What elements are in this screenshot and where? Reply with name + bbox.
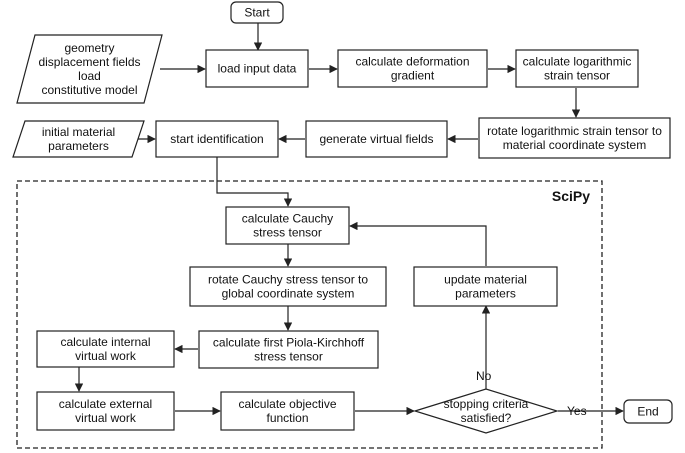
label-objective-line-1: calculate objective (238, 397, 336, 411)
label-piola-line-2: stress tensor (254, 350, 323, 364)
label-inputs-line-2: displacement fields (38, 55, 140, 69)
label-logstrain-line-1: calculate logarithmic (523, 55, 632, 69)
node-rotate-cauchy (189, 266, 387, 307)
label-piola-line-1: calculate first Piola-Kirchhoff (213, 336, 365, 350)
label-start-line-1: Start (244, 6, 270, 20)
node-piola (198, 330, 379, 369)
label-start-id-line-1: start identification (170, 132, 263, 146)
label-external-line-1: calculate external (59, 397, 152, 411)
label-logstrain-line-2: strain tensor (544, 69, 610, 83)
node-logstrain (515, 49, 639, 88)
node-cauchy (225, 206, 350, 245)
label-internal-line-2: virtual work (75, 349, 137, 363)
label-inputs-line-1: geometry (64, 41, 114, 55)
node-internal (36, 330, 175, 368)
node-start (230, 1, 284, 24)
edge-label-no: No (476, 369, 492, 383)
label-init-params-line-1: initial material (42, 125, 115, 139)
label-stopping-line-1: stopping criteria (444, 397, 529, 411)
node-rotate-log (478, 117, 671, 159)
label-end: End (637, 405, 658, 419)
label-start-id: start identification (170, 132, 263, 146)
scipy-frame (16, 180, 603, 449)
label-objective-line-2: function (266, 411, 308, 425)
label-rotate-cauchy-line-1: rotate Cauchy stress tensor to (208, 273, 368, 287)
label-virtual-fields-line-1: generate virtual fields (319, 132, 433, 146)
label-rotate-log-line-2: material coordinate system (503, 138, 646, 152)
label-cauchy-line-1: calculate Cauchy (242, 212, 333, 226)
label-end-line-1: End (637, 405, 658, 419)
node-objective (220, 391, 355, 431)
label-update-line-2: parameters (455, 287, 516, 301)
node-deform (337, 49, 488, 88)
label-cauchy-line-2: stress tensor (253, 226, 322, 240)
label-start: Start (244, 6, 270, 20)
label-rotate-cauchy-line-2: global coordinate system (222, 287, 355, 301)
node-virtual-fields (305, 120, 448, 158)
node-inputs (16, 34, 163, 104)
label-virtual-fields: generate virtual fields (319, 132, 433, 146)
node-start-id (155, 120, 279, 158)
edge-label-yes: Yes (567, 404, 587, 418)
node-load (205, 49, 309, 88)
label-rotate-log-line-1: rotate logarithmic strain tensor to (487, 124, 662, 138)
node-stopping (412, 388, 560, 434)
label-init-params-line-2: parameters (48, 139, 109, 153)
label-load: load input data (218, 62, 297, 76)
label-inputs-line-3: load (78, 69, 101, 83)
node-end (623, 399, 673, 424)
node-external (36, 391, 175, 431)
edge-startid-cauchy (216, 157, 293, 207)
label-update-line-1: update material (444, 273, 527, 287)
node-update (413, 266, 558, 307)
label-load-line-1: load input data (218, 62, 297, 76)
label-internal-line-1: calculate internal (60, 335, 150, 349)
label-inputs-line-4: constitutive model (41, 83, 137, 97)
node-init-params (12, 120, 145, 158)
label-external-line-2: virtual work (75, 411, 137, 425)
label-deform-line-2: gradient (391, 69, 435, 83)
frame-label: SciPy (552, 188, 590, 204)
label-stopping-line-2: satisfied? (461, 411, 512, 425)
label-deform-line-1: calculate deformation (355, 55, 469, 69)
edge-update-cauchy (349, 221, 487, 266)
edges (74, 23, 624, 416)
